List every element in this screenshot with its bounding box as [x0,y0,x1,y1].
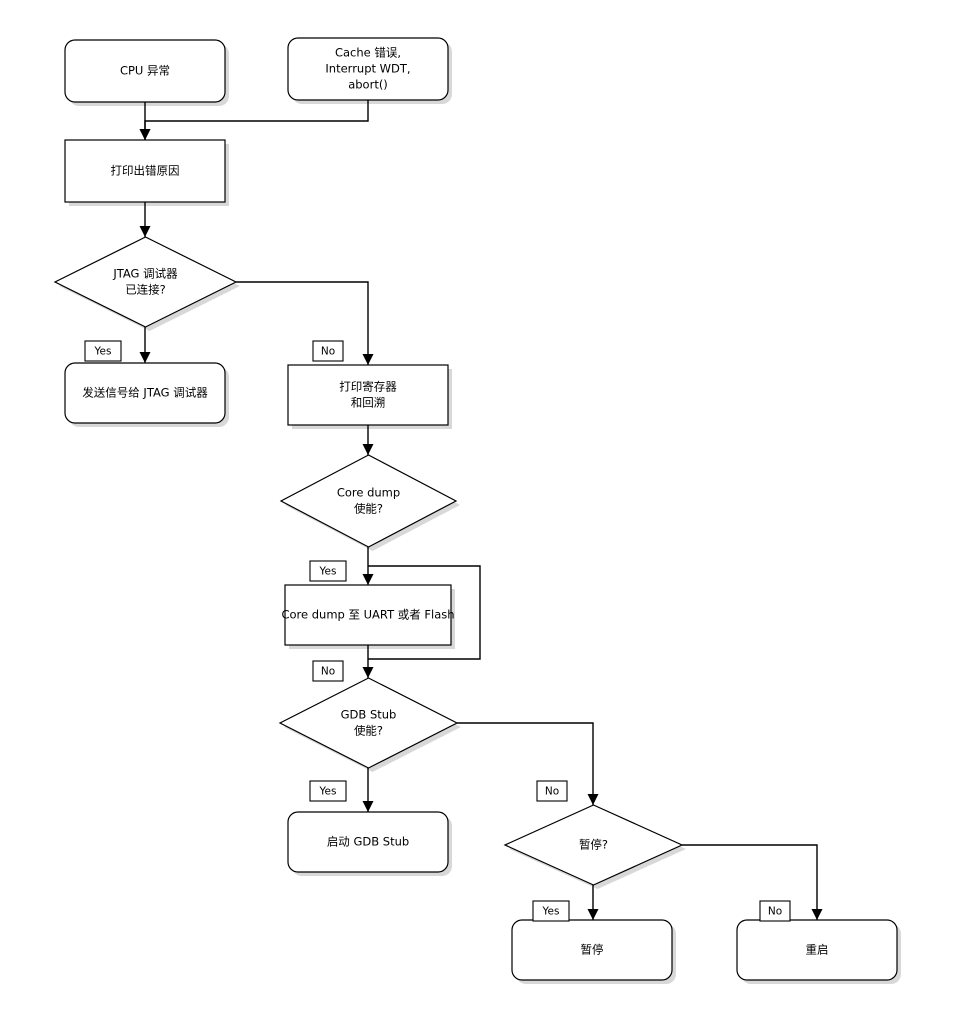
arrowhead-print-to-jtag [139,226,151,237]
arrowhead-registers-to-coredump [362,444,374,455]
node-label-print-registers: 和回溯 [351,396,386,410]
node-label-signal-jtag: 发送信号给 JTAG 调试器 [82,386,208,400]
node-label-gdbstub-enabled: 使能? [354,724,383,738]
node-label-gdbstub-enabled: GDB Stub [341,708,397,722]
node-start-gdbstub[interactable] [287,811,449,873]
edge-label-gdbstub-yes: Yes [319,786,337,798]
edge-label-box-jtag-no [312,340,344,362]
edge-label-box-jtag-yes [84,340,122,362]
node-group-coredump-to-uart[interactable]: Core dump 至 UART 或者 Flash [281,584,455,646]
node-label-print-registers: 打印寄存器 [339,380,397,394]
edge-gdbstub-no [457,722,594,805]
node-coredump-enabled[interactable] [279,454,458,548]
arrowhead-gdbstub-yes [362,801,374,812]
node-reboot[interactable] [736,919,898,981]
node-group-cache-error[interactable]: Cache 错误, Interrupt WDT, abort() [287,37,449,101]
arrowhead-cache-to-print [139,129,151,140]
edge-label-jtag-yes: Yes [94,346,112,358]
node-coredump-to-uart[interactable] [284,584,452,646]
node-group-gdbstub-enabled[interactable]: GDB Stub 使能? [278,677,459,769]
node-group-start-gdbstub[interactable]: 启动 GDB Stub [287,811,449,873]
node-label-start-gdbstub: 启动 GDB Stub [327,835,409,849]
node-label-reboot: 重启 [806,943,829,957]
edge-label-box-halt-no [759,900,791,922]
arrowhead-jtag-yes [139,352,151,363]
arrowhead-coredump-yes [362,574,374,585]
node-label-coredump-to-uart: Core dump 至 UART 或者 Flash [281,608,454,622]
node-label-coredump-enabled: 使能? [354,502,383,516]
node-label-jtag-connected: JTAG 调试器 [112,267,178,281]
node-group-reboot[interactable]: 重启 [736,919,898,981]
node-halt[interactable] [511,919,673,981]
edge-label-box-gdbstub-no [536,780,568,802]
node-group-signal-jtag[interactable]: 发送信号给 JTAG 调试器 [64,362,226,424]
node-gdbstub-enabled[interactable] [278,677,459,769]
node-jtag-connected[interactable] [53,236,238,328]
edge-label-jtag-no: No [321,346,335,358]
edge-label-box-coredump-yes [309,560,347,582]
node-print-registers[interactable] [287,364,449,426]
node-group-coredump-enabled[interactable]: Core dump 使能? [279,454,458,548]
arrowhead-halt-yes [587,909,599,920]
node-layer: CPU 异常 Cache 错误, Interrupt WDT, abort() 打印出错… [53,37,898,981]
edge-coredump-bypass [368,565,481,660]
edge-halt-no [682,844,818,920]
node-cache-error[interactable] [287,37,449,101]
edge-label-box-coredump-no-to-gdbstub [312,660,344,682]
edge-label-gdbstub-no: No [545,786,559,798]
edge-label-coredump-no-to-gdbstub: No [321,666,335,678]
node-group-print-error-reason[interactable]: 打印出错原因 [64,139,226,203]
edge-label-halt-yes: Yes [542,906,560,918]
node-label-halt-question: 暂停? [579,838,608,852]
node-label-cache-error: Interrupt WDT, [325,62,410,76]
node-label-cpu-exception: CPU 异常 [120,64,170,78]
edge-jtag-no [236,281,369,365]
edge-label-box-halt-yes [532,900,570,922]
node-label-coredump-enabled: Core dump [337,486,400,500]
edge-label-box-gdbstub-yes [309,780,347,802]
node-cpu-exception[interactable] [64,39,226,103]
arrowhead-jtag-no [362,354,374,365]
edge-label-halt-no: No [768,906,782,918]
arrowhead-coredump-no-to-gdbstub [362,667,374,678]
node-label-cache-error: abort() [348,78,388,92]
node-label-halt: 暂停 [581,943,604,957]
node-group-halt-question[interactable]: 暂停? [503,804,684,886]
node-label-cache-error: Cache 错误, [335,46,401,60]
edge-layer [139,100,823,920]
node-label-print-error-reason: 打印出错原因 [111,164,180,178]
node-halt-question[interactable] [503,804,684,886]
node-signal-jtag[interactable] [64,362,226,424]
node-group-cpu-exception[interactable]: CPU 异常 [64,39,226,103]
node-print-error-reason[interactable] [64,139,226,203]
arrowhead-gdbstub-no [587,794,599,805]
node-group-halt[interactable]: 暂停 [511,919,673,981]
node-label-jtag-connected: 已连接? [125,283,166,297]
edge-label-coredump-yes: Yes [319,566,337,578]
arrowhead-halt-no [811,909,823,920]
